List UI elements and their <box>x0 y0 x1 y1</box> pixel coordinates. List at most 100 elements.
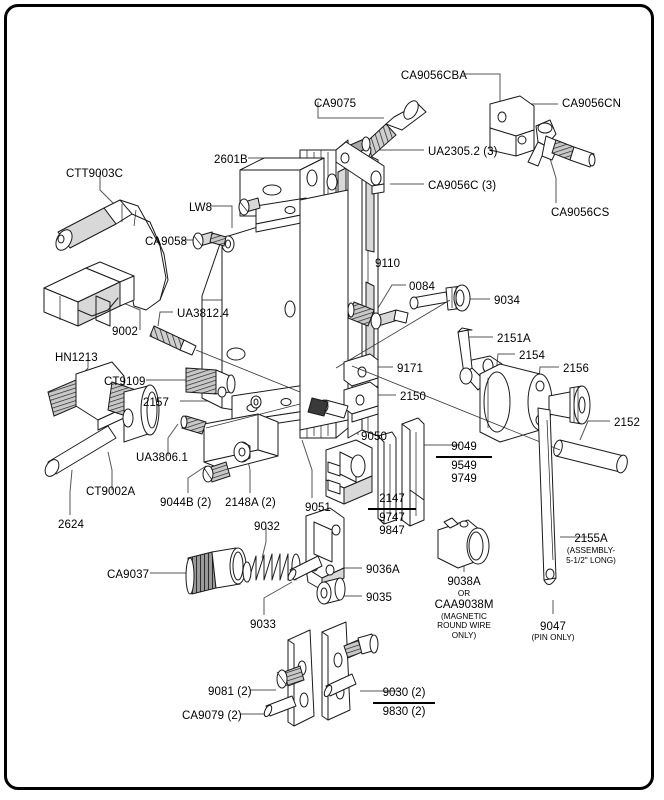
0084-bolt <box>370 309 409 330</box>
part-label-hn1213: HN1213 <box>55 352 98 364</box>
part-label-alternate: 9847 <box>379 525 405 537</box>
part-label-9047: 9047 <box>540 621 566 633</box>
part-label-0084: 0084 <box>409 281 435 293</box>
note-part-number: 9038A <box>447 576 481 588</box>
part-label-lw8: LW8 <box>189 202 213 214</box>
9110-stud <box>347 301 375 327</box>
part-label-2154: 2154 <box>519 350 545 362</box>
note-part-number: 2155A <box>574 533 608 545</box>
part-label-2601b: 2601B <box>214 154 248 166</box>
2624-rod <box>44 425 117 477</box>
note-detail-line: ROUND WIRE <box>437 621 491 631</box>
label-separator-rule <box>436 456 492 458</box>
9038a-magnet <box>437 517 490 569</box>
part-label-9035: 9035 <box>366 592 392 604</box>
part-label-ct9109: CT9109 <box>104 376 146 388</box>
note-detail-line: OR <box>457 589 471 598</box>
part-label-group-9030-group: 9030 (2) 9830 (2) <box>373 687 435 719</box>
2155a-link <box>537 407 557 585</box>
note-detail-line: ONLY) <box>451 630 477 640</box>
9050-pin <box>307 397 349 419</box>
part-label-9036a: 9036A <box>366 564 400 576</box>
ca9037-cap <box>185 547 247 595</box>
part-label-ctt9003c: CTT9003C <box>66 168 124 180</box>
bottom-plate-pair <box>263 621 379 727</box>
part-label-ct9002a: CT9002A <box>86 486 136 498</box>
part-label-ca9058: CA9058 <box>145 236 188 248</box>
part-label-9050: 9050 <box>361 431 387 443</box>
ca9056c-bracket <box>335 141 385 195</box>
2154-body <box>479 363 553 443</box>
ct9002a-body <box>122 384 160 443</box>
ca9058-screw <box>192 231 227 250</box>
9044b-screw <box>202 461 231 483</box>
part-label-9044b: 9044B (2) <box>160 497 212 509</box>
part-label-ca9075: CA9075 <box>314 98 357 110</box>
2148a-bushing <box>233 441 251 463</box>
lw8-screw-upper <box>238 197 261 216</box>
part-label-ua2305_2: UA2305.2 (3) <box>428 146 498 158</box>
note-part-number: CAA9038M <box>434 598 494 611</box>
9036a-lever <box>305 507 345 591</box>
note-detail-line: (ASSEMBLY- <box>566 546 616 555</box>
2152-rod <box>351 365 628 474</box>
9051-bracket <box>325 439 373 505</box>
note-block-9047-note: (PIN ONLY) <box>493 633 613 643</box>
ca9075-bolt <box>358 100 427 161</box>
part-label-ca9056cba: CA9056CBA <box>400 70 467 82</box>
9035-roller <box>316 577 346 605</box>
part-label-9110: 9110 <box>375 258 401 270</box>
part-label-2157: 2157 <box>143 397 169 409</box>
9002-block <box>43 261 135 327</box>
part-label-2151a: 2151A <box>497 333 531 345</box>
part-label-9051: 9051 <box>305 502 331 514</box>
part-label-9002: 9002 <box>112 326 138 338</box>
ca9056cs-pin <box>551 139 596 168</box>
9033-pin <box>287 555 323 581</box>
part-label-alternate: 9749 <box>451 473 477 485</box>
9034-shaft <box>335 284 471 369</box>
part-label-9171: 9171 <box>397 363 423 375</box>
part-label-primary: 9049 <box>451 441 477 453</box>
part-label-ca9056c: CA9056C (3) <box>428 180 497 192</box>
part-label-2156: 2156 <box>563 363 589 375</box>
part-label-9032: 9032 <box>254 521 280 533</box>
part-label-ua3806_1: UA3806.1 <box>136 452 188 464</box>
part-label-9081: 9081 (2) <box>208 686 252 698</box>
part-label-alternate: 9549 <box>451 460 477 472</box>
part-label-9034: 9034 <box>494 295 520 307</box>
part-label-ca9037: CA9037 <box>107 569 150 581</box>
part-label-2148a: 2148A (2) <box>225 497 276 509</box>
2156-collar <box>548 385 591 425</box>
part-label-ca9056cs: CA9056CS <box>551 207 610 219</box>
ua3806-1-pin <box>180 403 301 435</box>
hn1213-fitting <box>44 361 160 477</box>
ctt9003c-handle <box>55 199 169 311</box>
part-label-primary: 9030 (2) <box>382 687 426 699</box>
ua3812-4-pin <box>149 325 301 393</box>
part-label-primary: 2147 <box>379 493 405 505</box>
note-detail-line: 5-1/2" LONG) <box>566 555 616 565</box>
part-label-ca9079: CA9079 (2) <box>182 710 242 722</box>
note-block-2155a-note: 2155A(ASSEMBLY-5-1/2" LONG) <box>531 533 651 565</box>
part-label-alternate: 9747 <box>379 512 405 524</box>
note-detail-line: (MAGNETIC <box>441 611 487 621</box>
part-label-2624: 2624 <box>58 519 84 531</box>
9081-screw <box>276 665 305 689</box>
part-label-2150: 2150 <box>400 391 426 403</box>
part-label-9033: 9033 <box>250 619 276 631</box>
part-label-2152: 2152 <box>614 417 640 429</box>
part-label-ua3812_4: UA3812.4 <box>177 308 229 320</box>
9030-pin <box>323 673 357 698</box>
2157-washers <box>217 386 262 409</box>
2147-bar <box>377 431 397 525</box>
part-label-alternate: 9830 (2) <box>382 706 426 718</box>
label-separator-rule <box>368 508 416 510</box>
9049-bar <box>401 417 425 527</box>
ca9056cba-block <box>489 95 535 157</box>
